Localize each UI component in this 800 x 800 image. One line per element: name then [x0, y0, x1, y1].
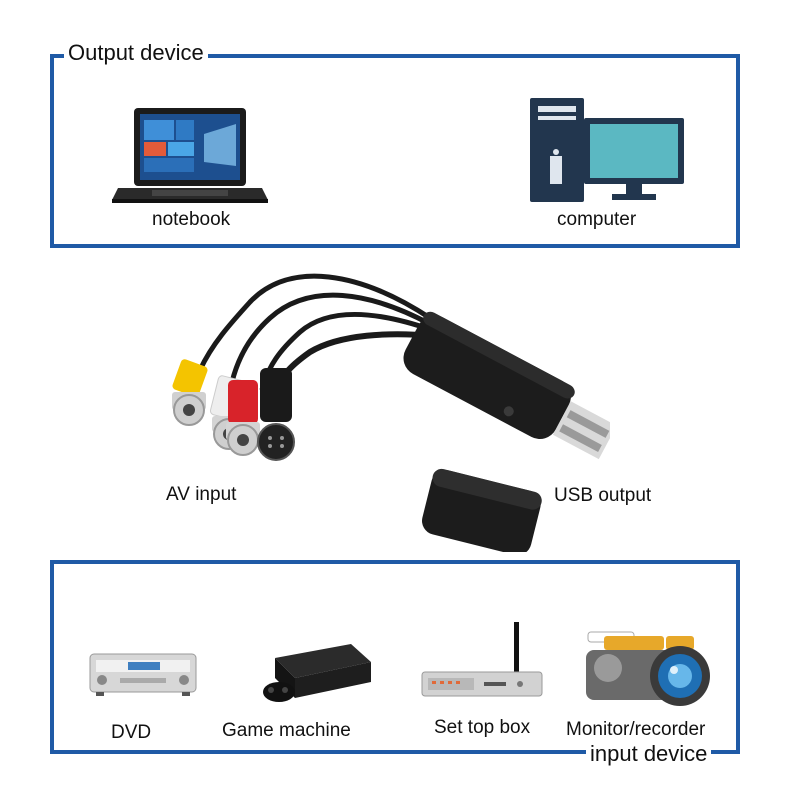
- computer-label: computer: [557, 209, 637, 230]
- usb-video-capture-cable-icon: [172, 273, 610, 552]
- desktop-computer-icon: [530, 98, 684, 202]
- dvd-label: DVD: [111, 722, 152, 743]
- set-top-box-label: Set top box: [434, 717, 531, 738]
- monitor-recorder-label: Monitor/recorder: [566, 719, 706, 740]
- camera-icon: [586, 631, 710, 706]
- laptop-icon: [112, 108, 268, 203]
- output-device-frame: [50, 54, 740, 248]
- dvd-player-icon: [89, 653, 197, 696]
- game-console-icon: [263, 644, 371, 702]
- notebook-label: notebook: [152, 209, 231, 230]
- set-top-box-icon: [421, 622, 543, 697]
- usb-output-label: USB output: [554, 485, 652, 506]
- input-device-frame: [50, 560, 740, 754]
- av-input-label: AV input: [166, 484, 237, 505]
- input-device-title: input device: [586, 741, 712, 767]
- output-device-title: Output device: [64, 40, 208, 66]
- game-machine-label: Game machine: [222, 720, 351, 741]
